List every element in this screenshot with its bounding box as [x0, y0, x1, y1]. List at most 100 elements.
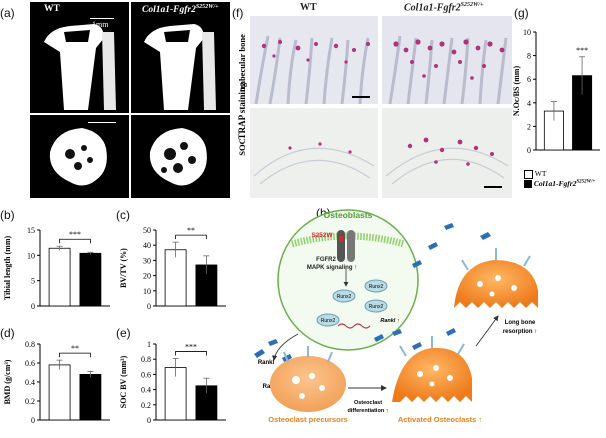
y-tick-label: 30 [143, 256, 151, 265]
fgfr2-label: FGFR2 [316, 257, 336, 263]
trap-images [250, 16, 512, 198]
ct-panel: WT Col1a1-Fgfr2S252W/+ 1mm [30, 2, 230, 198]
bar-wt [164, 249, 187, 307]
runx2-3: Runx2 [369, 304, 384, 310]
y-tick-label: 15 [27, 226, 35, 235]
significance-bracket [59, 352, 91, 358]
legend-item-mutant: Col1a1-Fgfr2S252W/+ [524, 179, 595, 189]
scale-bar-label: 1mm [92, 20, 109, 29]
y-tick-label: 0.8 [141, 355, 151, 364]
bar-mutant [79, 374, 102, 421]
trap-header-wt: WT [300, 2, 317, 13]
resorption-label-2: resorption ↑ [503, 329, 537, 335]
y-tick-label: 0.2 [141, 401, 151, 410]
runx2-1: Runx2 [337, 294, 352, 300]
y-axis-label: BV/TV (%) [119, 248, 128, 288]
runx2-2: Runx2 [369, 284, 384, 290]
trap-row-label-trabecular: trabecular bone [237, 34, 247, 92]
resorbing-osteoclast-cell [454, 260, 538, 308]
scale-bar-bottom [88, 122, 116, 123]
y-tick-label: 0.6 [25, 359, 35, 368]
mutation-marker [339, 236, 343, 242]
bar-wt [48, 247, 71, 307]
y-tick-label: 0.4 [141, 386, 151, 395]
y-tick-label: 0.8 [25, 340, 35, 349]
y-tick-label: 0 [147, 416, 151, 425]
significance-label: ** [187, 226, 195, 235]
precursors-label: Osteoclast precursors [268, 415, 348, 424]
panel-label-a: (a) [0, 6, 15, 20]
significance-bracket [175, 351, 207, 356]
mutation-label: S252W [311, 232, 333, 239]
significance-bracket [175, 234, 207, 240]
ct-images [30, 2, 230, 198]
y-tick-label: 0 [527, 146, 531, 155]
panel-label-g: (g) [514, 6, 529, 20]
y-axis-label: SOC BV (mm³) [119, 355, 128, 408]
y-tick-label: 40 [143, 241, 151, 250]
differentiation-label-1: Osteoclast [354, 400, 382, 406]
cell-membrane [291, 232, 405, 248]
y-tick-label: 0.4 [25, 378, 35, 387]
y-tick-label: 0 [31, 302, 35, 311]
legend: WT Col1a1-Fgfr2S252W/+ [524, 169, 595, 189]
panel-label-e: (e) [116, 326, 131, 340]
significance-label: *** [69, 230, 81, 239]
significance-label: *** [185, 342, 197, 351]
y-tick-label: 5 [31, 277, 35, 286]
mapk-label: MAPK signaling ↑ [307, 265, 357, 271]
trap-row-label-soc: SOC [237, 138, 247, 156]
y-tick-label: 8 [527, 52, 531, 61]
y-tick-label: 1 [147, 340, 151, 349]
y-tick-label: 50 [143, 226, 151, 235]
bar-wt [48, 364, 71, 421]
y-tick-label: 4 [527, 99, 531, 108]
y-tick-label: 6 [527, 75, 531, 84]
y-tick-label: 0 [147, 302, 151, 311]
ct-label-mutant: Col1a1-Fgfr2S252W/+ [142, 4, 219, 16]
chart-g: 0 2 4 6 8 10N.Oc/BS (mm) *** [512, 28, 600, 155]
panel-label-d: (d) [0, 326, 15, 340]
y-axis-label: Tibial length (mm) [3, 236, 12, 301]
y-tick-label: 10 [27, 251, 35, 260]
bar-mutant [79, 252, 102, 307]
activated-label: Activated Osteoclasts ↑ [398, 415, 482, 424]
osteoclast-precursor-cell [270, 356, 346, 412]
y-tick-label: 10 [523, 28, 531, 37]
y-tick-label: 10 [143, 287, 151, 296]
significance-label: *** [576, 46, 588, 55]
y-tick-label: 2 [527, 122, 531, 131]
y-tick-label: 20 [143, 272, 151, 281]
rankl-label: Rankl [258, 360, 275, 366]
dna-strand [337, 323, 371, 329]
ct-label-wt: WT [44, 4, 60, 14]
y-tick-label: 0 [31, 416, 35, 425]
rankl-gene-label: Rankl ↑ [380, 318, 400, 324]
panel-label-b: (b) [0, 208, 15, 222]
resorption-label-1: Long bone [505, 320, 536, 326]
activated-osteoclast-cell [392, 347, 472, 402]
differentiation-label-2: differentiation ↑ [348, 408, 389, 414]
scale-bar-top [90, 18, 114, 19]
panel-label-c: (c) [116, 208, 130, 222]
osteoblast-cell [277, 209, 419, 351]
panel-label-f: (f) [232, 6, 244, 20]
mechanism-diagram: Osteoblasts S252W FGFR2 MAPK signaling ↑… [254, 209, 538, 424]
trap-header-mutant: Col1a1-Fgfr2S252W/+ [404, 2, 484, 14]
y-tick-label: 0.2 [25, 397, 35, 406]
resorption-arrow [475, 315, 499, 347]
fgfr2-receptor [337, 230, 345, 262]
osteoblasts-label: Osteoblasts [324, 210, 373, 220]
significance-label: ** [71, 344, 79, 353]
y-axis-label: BMD (g/cm³) [3, 359, 12, 404]
legend-item-wt: WT [524, 169, 595, 179]
y-axis-label: N.Oc/BS (mm) [512, 66, 521, 117]
y-tick-label: 0.6 [141, 370, 151, 379]
runx2-4: Runx2 [321, 318, 336, 324]
significance-bracket [59, 238, 91, 244]
